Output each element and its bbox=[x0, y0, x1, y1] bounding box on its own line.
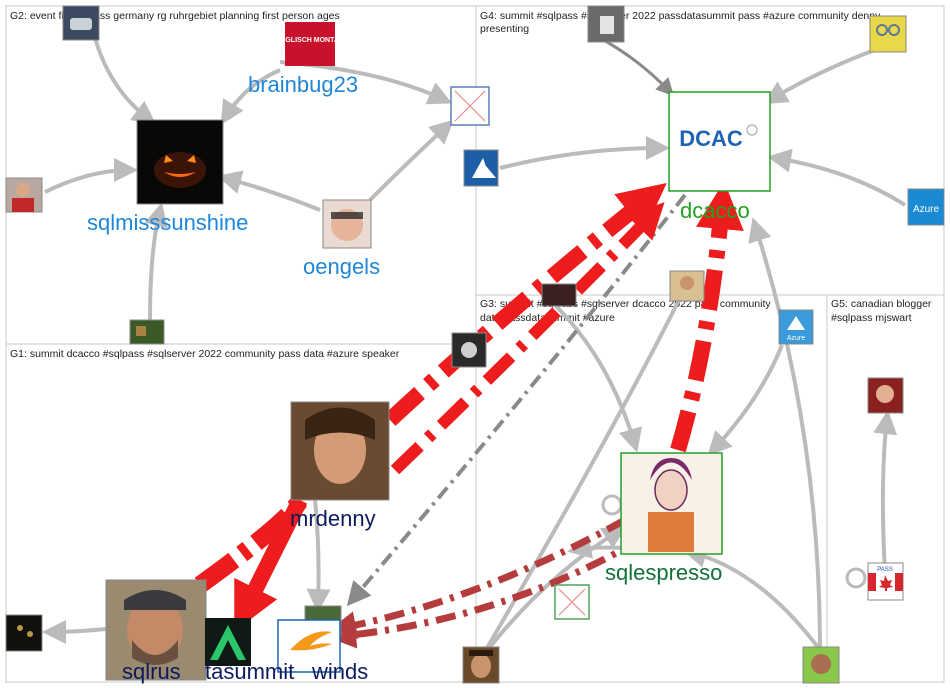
node-label-dcacco[interactable]: dcacco bbox=[680, 198, 750, 223]
avatar-photo-icon[interactable] bbox=[451, 332, 487, 368]
node-label-oengels[interactable]: oengels bbox=[303, 254, 380, 279]
edge bbox=[499, 136, 670, 170]
avatar-photo-icon[interactable] bbox=[869, 15, 907, 53]
sqlwinds-logo-icon[interactable] bbox=[277, 619, 341, 673]
dcac-logo-text: DCAC bbox=[679, 126, 743, 151]
canada-flag-icon[interactable]: PASS bbox=[867, 562, 904, 601]
red-dashed-edges bbox=[194, 181, 744, 632]
edge bbox=[599, 36, 675, 97]
edge bbox=[384, 183, 667, 426]
node-label-passdatasummit[interactable]: tasummit bbox=[205, 659, 294, 684]
edge bbox=[368, 119, 454, 202]
broken-image-icon[interactable] bbox=[450, 86, 490, 126]
azure-small-text: Azure bbox=[787, 335, 805, 342]
group-label-g5-line1: G5: canadian blogger bbox=[831, 298, 932, 310]
edge bbox=[707, 344, 784, 456]
node-label-mrdenny[interactable]: mrdenny bbox=[290, 506, 376, 531]
azure-logo-icon[interactable]: Azure bbox=[907, 188, 945, 226]
azure-logo-icon[interactable] bbox=[463, 149, 499, 187]
edge bbox=[748, 217, 822, 651]
passdatasummit-logo-icon[interactable] bbox=[205, 618, 251, 666]
azure-logo-icon[interactable]: Azure bbox=[778, 309, 814, 345]
avatar-photo-icon[interactable] bbox=[541, 283, 577, 307]
brainbug-logo-icon[interactable]: ENGLISCH MONTAG bbox=[276, 22, 345, 66]
node-label-brainbug23[interactable]: brainbug23 bbox=[248, 72, 358, 97]
group-label-g4-line1: G4: summit #sqlpass #sqlserver 2022 pass… bbox=[480, 10, 881, 22]
edge bbox=[763, 46, 881, 105]
edge bbox=[328, 536, 642, 649]
avatar-photo-icon[interactable] bbox=[129, 319, 165, 345]
mixed-dashed-edges bbox=[328, 516, 642, 649]
azure-logo-text: Azure bbox=[913, 204, 940, 215]
edge bbox=[306, 499, 331, 613]
self-loop bbox=[845, 567, 867, 589]
avatar-photo-icon[interactable] bbox=[802, 646, 840, 684]
group-label-g1: G1: summit dcacco #sqlpass #sqlserver 20… bbox=[10, 348, 400, 360]
group-box-g2 bbox=[5, 5, 477, 345]
edge bbox=[346, 193, 687, 607]
avatar-photo-icon[interactable] bbox=[5, 614, 43, 652]
self-loop bbox=[601, 494, 623, 516]
avatar-photo-icon[interactable] bbox=[290, 401, 390, 501]
avatar-photo-icon[interactable] bbox=[620, 452, 723, 555]
edge bbox=[873, 410, 898, 574]
avatar-photo-icon[interactable] bbox=[587, 5, 625, 43]
edge bbox=[682, 544, 822, 652]
avatar-photo-icon[interactable] bbox=[105, 579, 207, 681]
group-label-g4-line2: presenting bbox=[480, 23, 529, 35]
edge bbox=[93, 37, 157, 125]
edge bbox=[220, 68, 281, 125]
group-label-g5-line2: #sqlpass mjswart bbox=[831, 312, 912, 324]
avatar-photo-icon[interactable] bbox=[62, 5, 100, 41]
avatar-photo-icon[interactable] bbox=[5, 177, 43, 213]
edge bbox=[234, 496, 308, 632]
node-label-sqlwinds[interactable]: winds bbox=[311, 659, 368, 684]
edge bbox=[217, 170, 321, 212]
node-label-sqlmisssunshine[interactable]: sqlmisssunshine bbox=[87, 210, 248, 235]
dcac-logo-icon[interactable]: DCAC bbox=[668, 91, 771, 192]
edge bbox=[44, 158, 138, 194]
edge bbox=[42, 619, 116, 644]
edge bbox=[553, 303, 642, 453]
node-label-sqlespresso[interactable]: sqlespresso bbox=[605, 560, 722, 585]
group-label-g2: G2: event finally pass germany rg ruhrge… bbox=[10, 10, 340, 22]
edge bbox=[478, 525, 627, 662]
edge bbox=[670, 181, 744, 453]
edge bbox=[767, 148, 907, 207]
pass-logo-text: PASS bbox=[877, 567, 893, 573]
avatar-photo-icon[interactable] bbox=[322, 199, 372, 249]
brainbug-logo-text: ENGLISCH MONTAG bbox=[276, 37, 345, 44]
edge bbox=[144, 202, 168, 321]
broken-image-icon[interactable] bbox=[554, 584, 590, 620]
edge bbox=[328, 516, 627, 639]
avatar-photo-icon[interactable] bbox=[462, 646, 500, 684]
avatar-photo-icon[interactable] bbox=[867, 377, 904, 414]
avatar-photo-icon[interactable] bbox=[669, 270, 705, 302]
dark-dashed-edges bbox=[346, 193, 687, 607]
gray-edges bbox=[42, 37, 907, 662]
avatar-photo-icon[interactable] bbox=[136, 119, 224, 205]
group-box-g5 bbox=[826, 294, 945, 683]
edge bbox=[390, 202, 665, 475]
node-label-sqlrus[interactable]: sqlrus bbox=[122, 659, 181, 684]
